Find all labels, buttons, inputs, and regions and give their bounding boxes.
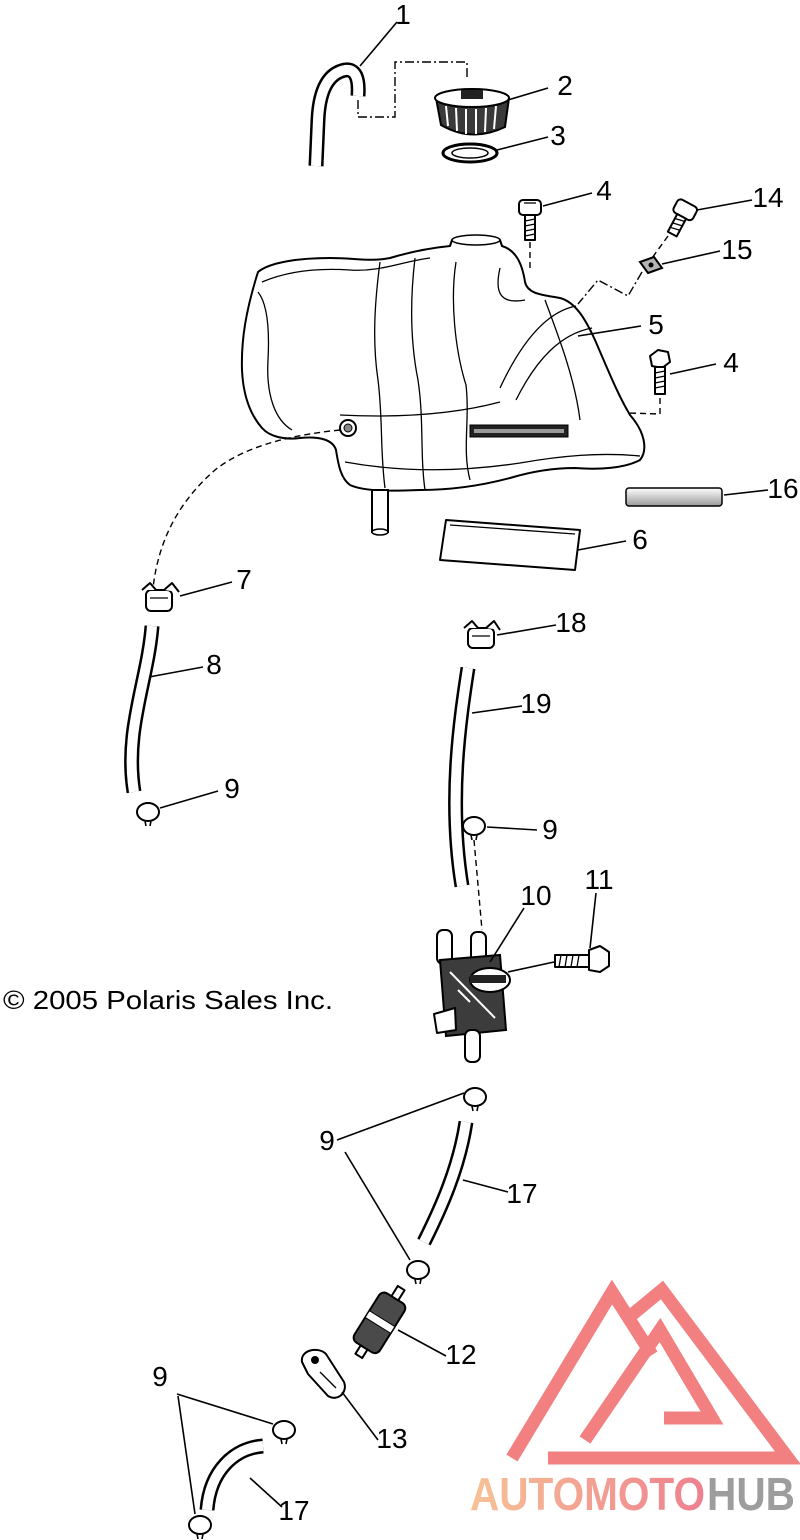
callout-label: 11 [584,864,613,895]
tank-bolt-top [518,199,542,241]
fuel-hose-left [124,625,160,794]
callout-label: 14 [752,182,783,213]
logo-mark-icon [506,1279,800,1465]
callout-label: 1 [395,0,411,30]
fuel-valve [433,929,511,1063]
fuel-hose-center [448,666,476,888]
filter-clip [300,1348,346,1399]
callout-label: 18 [555,607,586,638]
callout-label: 17 [278,1495,309,1526]
callout-label: 3 [550,120,566,151]
callout-labels: 1 2 3 4 14 15 5 4 16 6 7 18 8 19 9 9 10 … [152,0,798,1526]
fuel-hose-lower [417,1120,474,1246]
fuel-tank [240,234,646,536]
tank-bolt-right [649,349,671,395]
callout-label: 10 [520,880,551,911]
callout-label: 9 [319,1125,335,1156]
callout-label: 7 [236,564,252,595]
hose-clamp-small [406,1260,430,1285]
mounting-clip [638,255,664,275]
callout-label: 12 [445,1339,476,1370]
assembly-line [357,61,468,118]
hose-clamp-small [272,1420,296,1445]
callout-label: 8 [206,649,222,680]
hose-clamp-small [463,1087,487,1112]
leader-line [507,961,555,973]
callout-label: 9 [542,814,558,845]
hose-clamp-small [188,1515,212,1540]
logo-text-secondary: HUB [707,1468,795,1520]
leader-lines [148,21,769,1515]
callout-label: 17 [506,1178,537,1209]
callout-label: 9 [152,1361,168,1392]
fuel-hose-bottom [199,1438,264,1511]
hose-clamp-large [141,582,180,612]
tank-bolt-angled [666,198,698,238]
hose-clamp-large [463,620,501,649]
tank-pad [439,519,581,571]
watermark-logo: AUTOMOTO HUB [470,1279,800,1520]
fuel-cap [434,88,511,136]
callout-label: 9 [224,773,240,804]
valve-bolt [554,945,610,973]
assembly-line [473,839,483,931]
hose-clamp-small [136,802,160,827]
logo-text-primary: AUTOMOTO [470,1468,705,1520]
callout-label: 4 [723,347,739,378]
callout-label: 2 [557,70,573,101]
foam-pad [625,487,723,507]
callout-label: 19 [520,688,551,719]
copyright-text: © 2005 Polaris Sales Inc. [3,985,333,1015]
assembly-line [152,429,341,589]
assembly-line [651,235,669,259]
callout-label: 15 [721,234,752,265]
hose-clamp-small [462,816,486,841]
callout-label: 4 [596,175,612,206]
callout-label: 5 [648,309,664,340]
callout-label: 6 [632,524,648,555]
assembly-line [577,271,643,305]
callout-label: 13 [376,1423,407,1454]
fuel-filter [352,1284,407,1360]
cap-gasket [441,142,499,164]
callout-label: 16 [767,473,798,504]
vent-hose [308,62,366,167]
